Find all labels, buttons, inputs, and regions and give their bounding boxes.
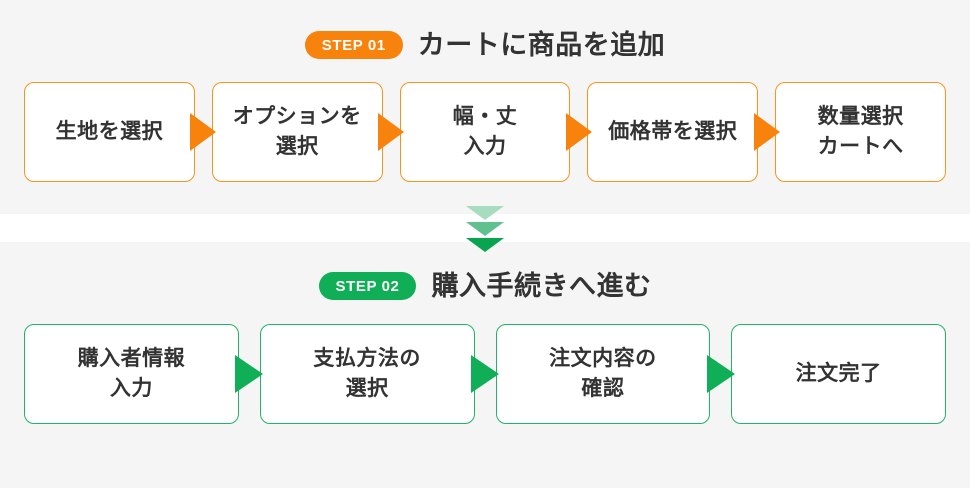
step1-title: カートに商品を追加: [417, 30, 666, 60]
flow-connector: [565, 82, 592, 182]
purchase-flow-diagram: STEP 01 カートに商品を追加 生地を選択 オプションを 選択 幅・丈 入力: [0, 31, 970, 488]
flow-box-label: 数量選択 カートへ: [817, 105, 904, 158]
arrow-right-icon: [565, 113, 592, 151]
step2-section: STEP 02 購入手続きへ進む 購入者情報 入力 支払方法の 選択 注文内容の…: [0, 272, 970, 424]
flow-box-quantity-to-cart: 数量選択 カートへ: [775, 82, 946, 182]
step2-header: STEP 02 購入手続きへ進む: [0, 272, 970, 300]
flow-box-label: 生地を選択: [55, 120, 164, 144]
step1-section: STEP 01 カートに商品を追加 生地を選択 オプションを 選択 幅・丈 入力: [0, 31, 970, 182]
arrow-right-icon: [706, 355, 735, 393]
step2-title: 購入手続きへ進む: [431, 271, 652, 301]
flow-connector: [190, 82, 217, 182]
flow-box-label: 注文完了: [795, 362, 882, 386]
flow-connector: [753, 82, 780, 182]
arrow-right-icon: [190, 113, 217, 151]
chevron-down-icon: [466, 238, 504, 252]
flow-box-order-complete: 注文完了: [731, 324, 946, 424]
step1-badge: STEP 01: [304, 31, 403, 59]
flow-box-payment-method: 支払方法の 選択: [259, 324, 475, 424]
step1-flow-row: 生地を選択 オプションを 選択 幅・丈 入力 価格帯を選択: [24, 82, 946, 182]
flow-box-select-fabric: 生地を選択: [24, 82, 195, 182]
flow-box-label: 注文内容の 確認: [549, 347, 657, 400]
flow-box-label: 幅・丈 入力: [452, 105, 518, 158]
flow-connector: [235, 324, 264, 424]
arrow-right-icon: [753, 113, 780, 151]
flow-box-select-price-range: 価格帯を選択: [587, 82, 759, 182]
flow-box-label: オプションを 選択: [232, 105, 362, 158]
flow-connector: [471, 324, 499, 424]
flow-box-label: 購入者情報 入力: [77, 347, 186, 400]
step1-header: STEP 01 カートに商品を追加: [0, 31, 970, 59]
arrow-right-icon: [471, 355, 499, 393]
flow-box-label: 価格帯を選択: [608, 120, 738, 144]
chevron-down-icon: [466, 206, 504, 220]
flow-box-select-options: オプションを 選択: [211, 82, 383, 182]
arrow-right-icon: [378, 113, 405, 151]
flow-box-buyer-info: 購入者情報 入力: [24, 324, 239, 424]
triple-chevron-down-icon: [466, 206, 504, 254]
step2-badge: STEP 02: [318, 272, 417, 300]
chevron-down-icon: [466, 222, 504, 236]
section-transition: [0, 182, 970, 272]
arrow-right-icon: [235, 355, 264, 393]
flow-box-label: 支払方法の 選択: [313, 347, 421, 400]
flow-connector: [378, 82, 405, 182]
step2-flow-row: 購入者情報 入力 支払方法の 選択 注文内容の 確認 注文完了: [24, 324, 946, 424]
flow-box-order-confirmation: 注文内容の 確認: [495, 324, 711, 424]
flow-box-enter-width-length: 幅・丈 入力: [399, 82, 571, 182]
flow-connector: [706, 324, 735, 424]
